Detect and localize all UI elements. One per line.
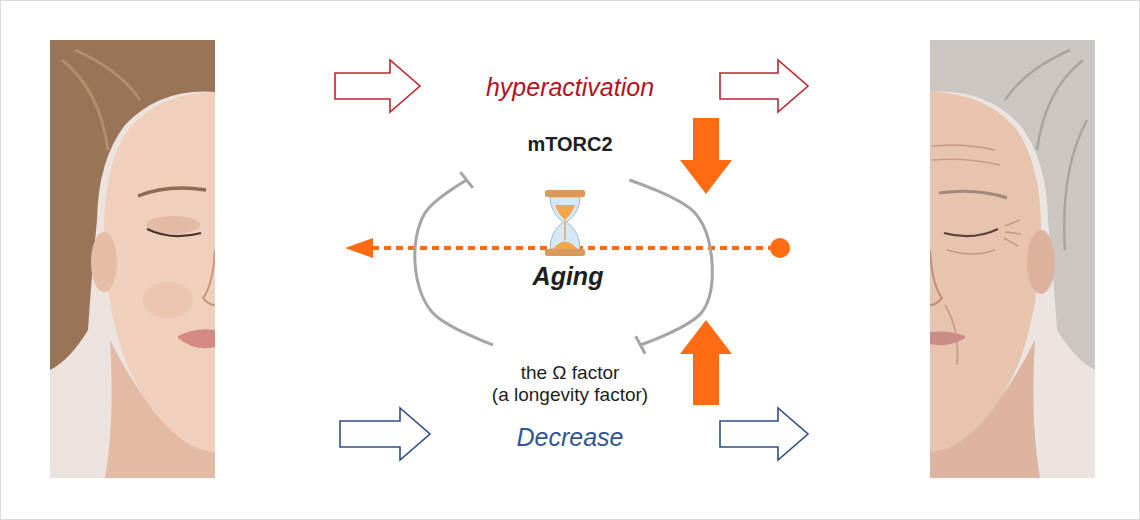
photo-ground	[50, 40, 215, 478]
node-text: mTORC2	[527, 132, 612, 156]
forehead-wrinkle	[932, 145, 1000, 165]
node-text: (a longevity factor)	[492, 384, 648, 406]
hourglass-cap	[545, 249, 585, 256]
photo-ground	[930, 40, 1095, 478]
lips	[930, 332, 965, 346]
ear	[91, 232, 117, 292]
annotation-label: Aging	[533, 262, 604, 291]
label-holder: Decrease	[517, 423, 624, 452]
hourglass-sand	[555, 205, 575, 220]
up-arrow	[680, 320, 732, 405]
blue-outline-arrow	[720, 408, 808, 460]
hourglass-icon	[545, 190, 585, 256]
old-face	[930, 40, 1095, 478]
old-face	[930, 40, 1095, 478]
axis-arrowhead	[345, 238, 373, 258]
down-arrow	[680, 118, 732, 194]
eye-wrinkle	[947, 220, 1021, 254]
inhibition-arc	[629, 180, 712, 354]
eyebrow	[138, 188, 206, 196]
hourglass-glass	[550, 197, 580, 249]
blue-outline-arrow	[340, 408, 430, 460]
nose	[203, 250, 215, 305]
hourglass-sand	[553, 242, 577, 250]
hourglass-cap	[545, 190, 585, 197]
young-face	[50, 40, 215, 478]
face	[930, 92, 1041, 452]
face	[104, 92, 215, 452]
lips	[178, 329, 215, 348]
red-outline-arrow	[335, 60, 420, 112]
eyebrow	[939, 191, 1007, 198]
label-holder: Aging	[533, 262, 604, 291]
cheek	[143, 282, 193, 318]
ear	[1027, 230, 1055, 294]
annotation-label: hyperactivation	[486, 73, 654, 102]
label-holder: hyperactivation	[486, 73, 654, 102]
red-outline-arrow	[720, 60, 808, 112]
node-text: the Ω factor	[521, 362, 620, 384]
annotation-label: Decrease	[517, 423, 624, 452]
inhibition-arc	[415, 172, 493, 345]
axis-dot	[770, 238, 790, 258]
node-label: mTORC2	[460, 122, 680, 180]
closed-eye	[944, 229, 998, 236]
hourglass-stream	[564, 220, 566, 240]
closed-eye	[147, 229, 201, 236]
nose	[930, 250, 942, 305]
node-label: the Ω factor(a longevity factor)	[460, 345, 680, 414]
